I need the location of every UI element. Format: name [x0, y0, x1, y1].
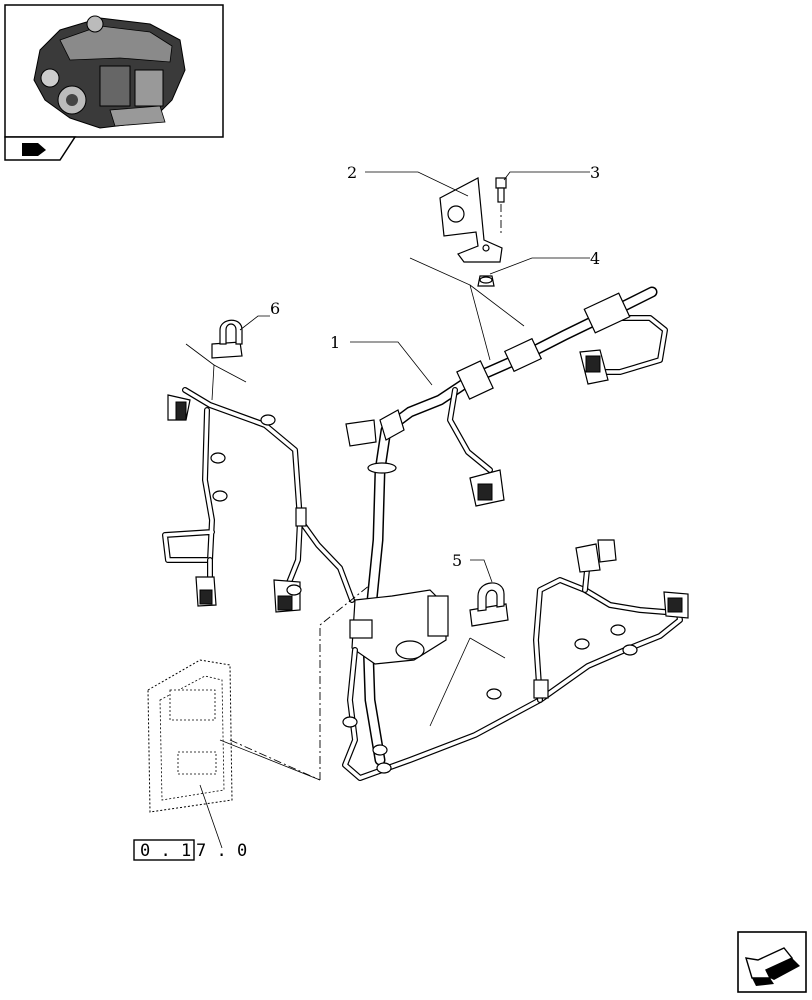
- ecu-leader-line: [319, 584, 371, 780]
- lower-sub-harness: [342, 539, 689, 781]
- clamp-part-5[interactable]: [469, 582, 509, 627]
- callout-1: 1: [330, 333, 340, 352]
- callout-4: 4: [590, 249, 600, 268]
- reference-boxed-text: 0 . 1: [140, 841, 191, 861]
- clamp-part-6[interactable]: [211, 319, 243, 359]
- ecu-module: [147, 659, 321, 849]
- reference-code[interactable]: 0 . 1 7 . 0: [133, 839, 247, 861]
- bracket-part[interactable]: [439, 177, 503, 263]
- next-page-arrow-icon[interactable]: [737, 931, 807, 993]
- engine-thumbnail-icon: [33, 15, 186, 129]
- callout-5: 5: [452, 551, 462, 570]
- left-sub-harness: [162, 387, 355, 613]
- callout-leaders: [185, 171, 590, 727]
- nut-part[interactable]: [477, 275, 495, 287]
- callout-2: 2: [347, 163, 357, 182]
- callout-3: 3: [590, 163, 600, 182]
- main-harness: [345, 286, 668, 766]
- engine-thumbnail[interactable]: [4, 4, 224, 161]
- bolt-part[interactable]: [495, 177, 507, 236]
- callout-6: 6: [270, 299, 280, 318]
- reference-suffix-text: 7 . 0: [196, 841, 247, 861]
